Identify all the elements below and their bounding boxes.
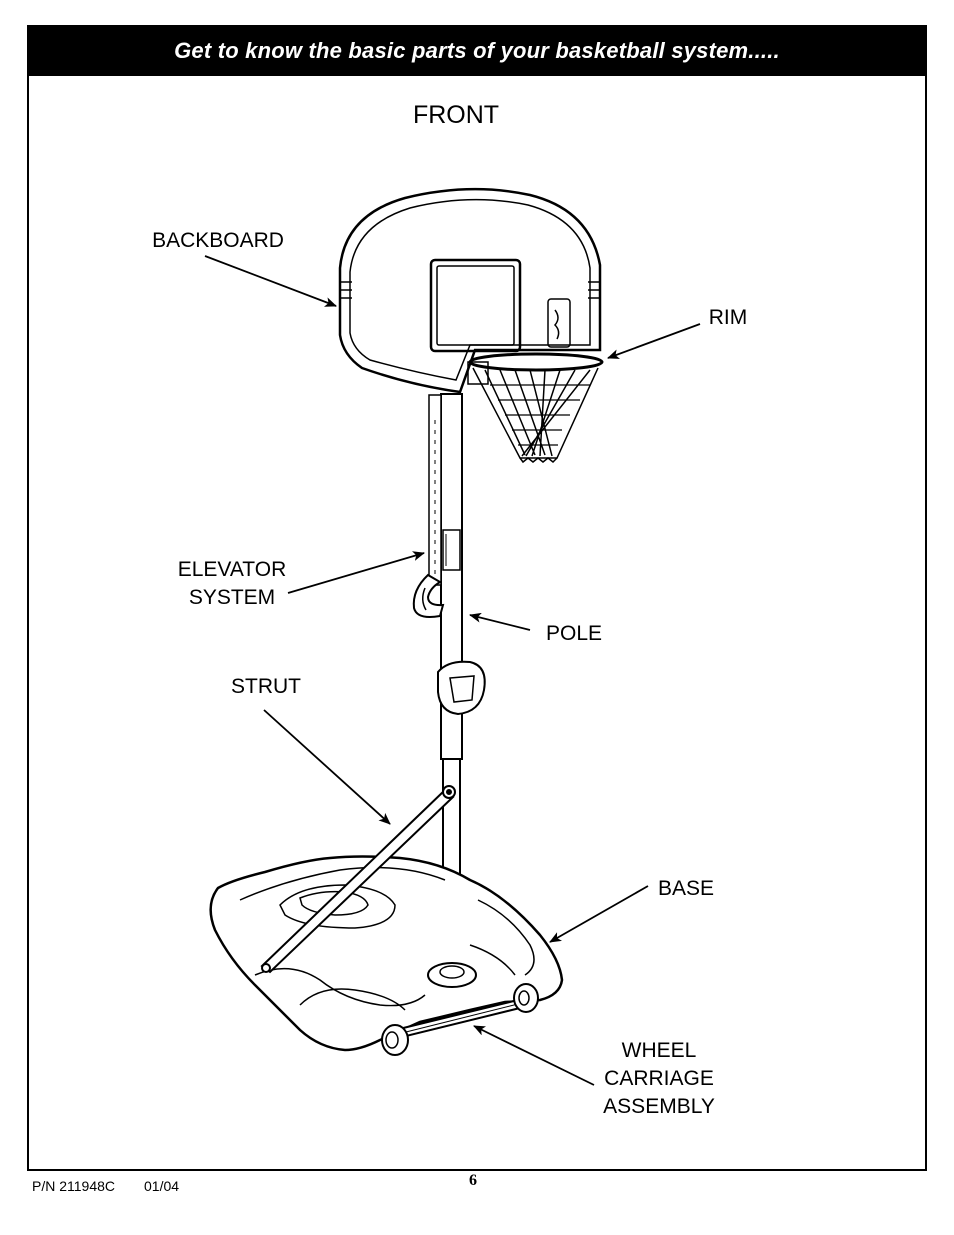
elevator-system-leader-line bbox=[287, 551, 425, 594]
view-label: FRONT bbox=[412, 101, 500, 129]
backboard-drawing bbox=[338, 187, 602, 394]
page-number: 6 bbox=[469, 1172, 477, 1189]
strut-label: STRUT bbox=[231, 675, 301, 698]
base-leader-line bbox=[549, 885, 649, 943]
header-title: Get to know the basic parts of your bask… bbox=[174, 37, 780, 63]
revision-date: 01/04 bbox=[144, 1178, 180, 1194]
wheel-carriage-drawing bbox=[381, 983, 539, 1056]
elevator-handle-drawing bbox=[412, 573, 445, 618]
wheel-carriage-leader-line bbox=[473, 1025, 595, 1086]
strut-drawing bbox=[260, 785, 456, 974]
base-drawing bbox=[209, 855, 564, 1052]
pole-label: POLE bbox=[545, 622, 603, 645]
base-label: BASE bbox=[657, 877, 715, 900]
rim-label: RIM bbox=[708, 306, 748, 329]
strut-leader-line bbox=[263, 709, 391, 825]
wheel-carriage-assembly-label: WHEEL CARRIAGE ASSEMBLY bbox=[603, 1039, 715, 1118]
part-number: P/N 211948C bbox=[32, 1178, 116, 1194]
backboard-leader-line bbox=[204, 255, 337, 307]
leader-lines bbox=[204, 255, 701, 1086]
pole-leader-line bbox=[469, 612, 531, 631]
rim-leader-line bbox=[607, 323, 701, 359]
header-banner: Get to know the basic parts of your bask… bbox=[27, 25, 927, 76]
pole-collar-drawing bbox=[437, 660, 486, 716]
elevator-system-label: ELEVATOR SYSTEM bbox=[177, 558, 287, 609]
backboard-label: BACKBOARD bbox=[152, 229, 284, 252]
rim-and-net-drawing bbox=[467, 352, 604, 464]
